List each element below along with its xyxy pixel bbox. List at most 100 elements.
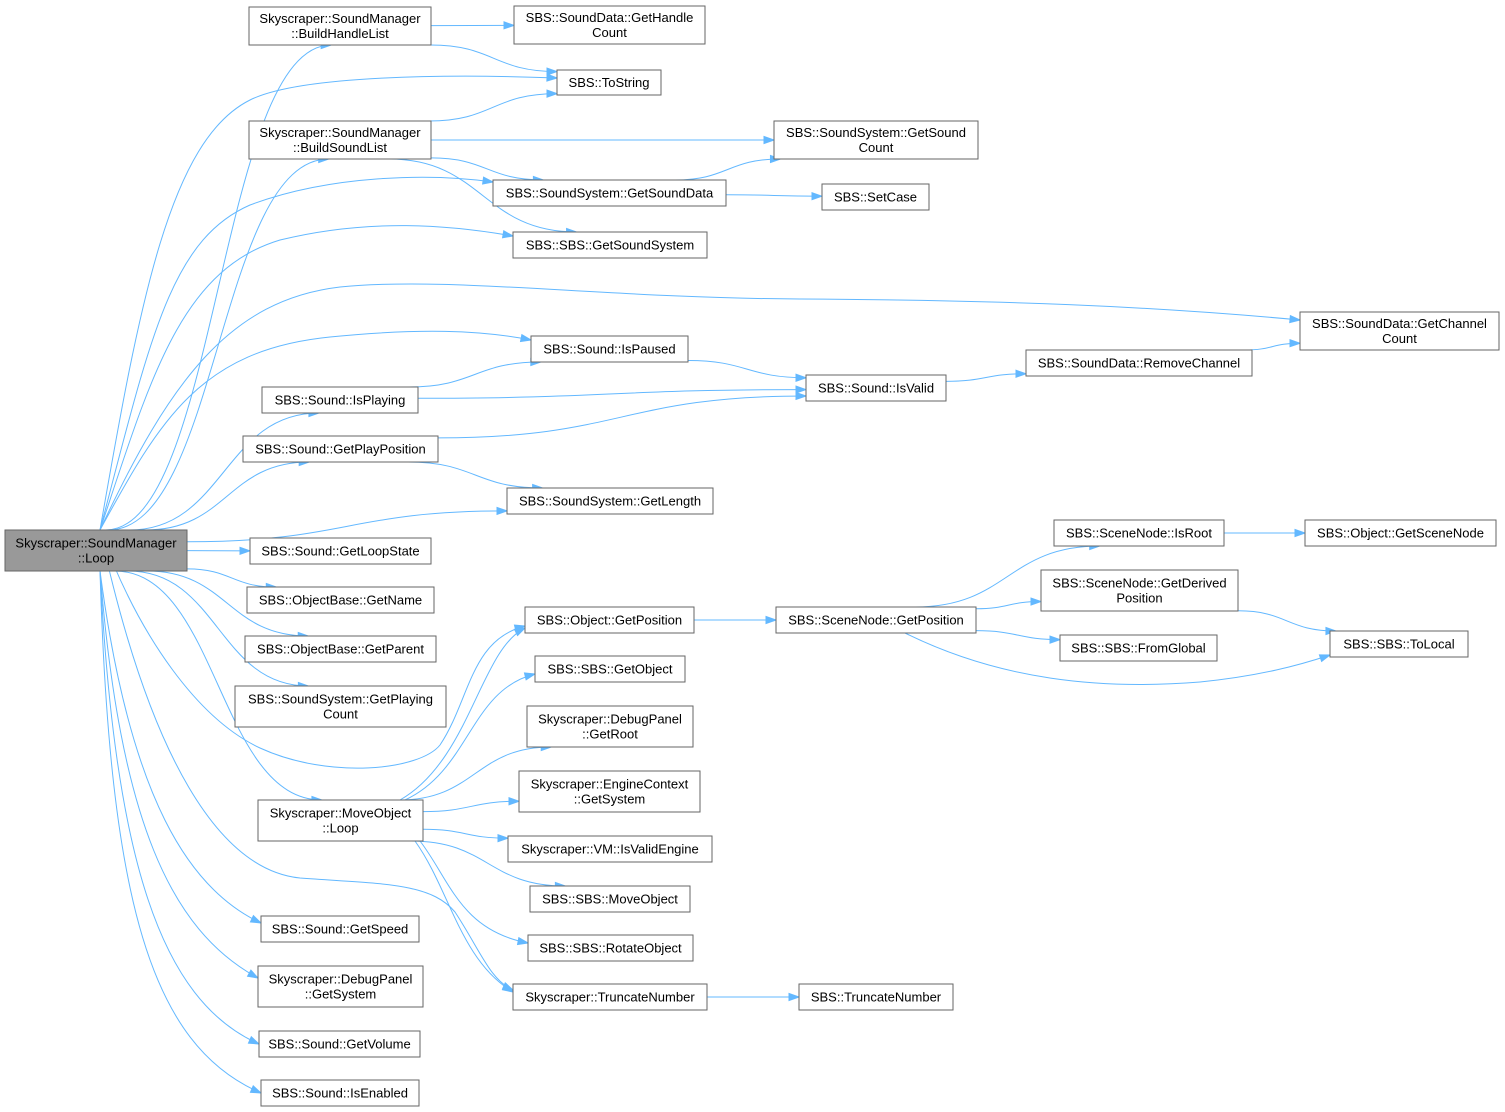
- node-label: SBS::SBS::RotateObject: [539, 941, 682, 956]
- node-label: SBS::SBS::FromGlobal: [1071, 641, 1205, 656]
- node-label: SBS::Object::GetSceneNode: [1317, 526, 1484, 541]
- node-box: [556, 69, 662, 96]
- node-label: SBS::SetCase: [834, 190, 917, 205]
- edge-arrowhead: [546, 73, 559, 82]
- node-box: [530, 335, 689, 363]
- node-root[interactable]: Skyscraper::SoundManager::Loop: [4, 529, 188, 572]
- edge-line: [428, 93, 558, 122]
- edge-s_paused-to-s_valid: [687, 359, 808, 382]
- node-box: [512, 983, 708, 1011]
- edge-arrowhead: [795, 385, 808, 394]
- node-box: [249, 537, 432, 565]
- node-ss_gsd[interactable]: SBS::SoundSystem::GetSoundData: [492, 179, 727, 207]
- edge-root-to-ss_gsd: [99, 176, 495, 531]
- node-box: [258, 1030, 421, 1058]
- edge-line: [146, 570, 309, 637]
- node-bsl[interactable]: Skyscraper::SoundManager::BuildSoundList: [248, 120, 432, 160]
- node-s_isen[interactable]: SBS::Sound::IsEnabled: [260, 1079, 420, 1107]
- edge-line: [975, 630, 1061, 641]
- node-box: [1299, 311, 1500, 351]
- node-bhl[interactable]: Skyscraper::SoundManager::BuildHandleLis…: [248, 6, 432, 46]
- node-label: Skyscraper::DebugPanel: [538, 712, 682, 727]
- edge-line: [108, 158, 329, 531]
- node-box: [257, 965, 424, 1008]
- node-box: [534, 655, 686, 683]
- edge-arrowhead: [516, 936, 530, 946]
- node-sky_tn[interactable]: Skyscraper::TruncateNumber: [512, 983, 708, 1011]
- edge-bsl-to-tostring: [428, 89, 559, 122]
- node-ec_gsys[interactable]: Skyscraper::EngineContext::GetSystem: [518, 770, 701, 813]
- edge-root-to-ss_glen: [186, 506, 509, 543]
- edge-line: [915, 545, 1100, 608]
- edge-line: [417, 389, 807, 399]
- node-sd_rc[interactable]: SBS::SoundData::RemoveChannel: [1025, 349, 1253, 377]
- node-vm_ive[interactable]: Skyscraper::VM::IsValidEngine: [507, 835, 713, 863]
- node-ss_glen[interactable]: SBS::SoundSystem::GetLength: [506, 487, 714, 515]
- node-sbs_ro[interactable]: SBS::SBS::RotateObject: [527, 934, 694, 962]
- node-s_gls[interactable]: SBS::Sound::GetLoopState: [249, 537, 432, 565]
- node-sn_isroot[interactable]: SBS::SceneNode::IsRoot: [1053, 519, 1225, 547]
- node-label: Skyscraper::SoundManager: [259, 125, 421, 140]
- edge-line: [725, 194, 823, 197]
- edge-mo_loop-to-sbs_ro: [419, 840, 530, 946]
- node-tostring[interactable]: SBS::ToString: [556, 69, 662, 96]
- edge-sn_gpos-to-sbs_fg: [975, 630, 1062, 644]
- edge-arrowhead: [497, 834, 510, 843]
- node-s_gvol[interactable]: SBS::Sound::GetVolume: [258, 1030, 421, 1058]
- node-box: [524, 606, 695, 634]
- node-sbs_fg[interactable]: SBS::SBS::FromGlobal: [1059, 634, 1218, 662]
- edge-line: [904, 632, 1331, 685]
- node-label: Position: [1116, 591, 1162, 606]
- node-ob_gname[interactable]: SBS::ObjectBase::GetName: [246, 586, 435, 614]
- node-label: ::GetRoot: [582, 727, 638, 742]
- node-label: SBS::TruncateNumber: [811, 990, 942, 1005]
- edge-root-to-tostring: [99, 73, 559, 531]
- node-label: Skyscraper::EngineContext: [531, 777, 689, 792]
- edge-arrowhead: [513, 627, 527, 637]
- node-s_playing[interactable]: SBS::Sound::IsPlaying: [261, 386, 419, 414]
- node-sbs_tn[interactable]: SBS::TruncateNumber: [798, 983, 954, 1011]
- node-label: ::BuildHandleList: [291, 26, 389, 41]
- node-setcase[interactable]: SBS::SetCase: [821, 183, 930, 211]
- node-sbs_tl[interactable]: SBS::SBS::ToLocal: [1329, 630, 1469, 658]
- node-mo_loop[interactable]: Skyscraper::MoveObject::Loop: [257, 799, 424, 842]
- node-dp_groot[interactable]: Skyscraper::DebugPanel::GetRoot: [526, 705, 694, 748]
- edge-line: [99, 225, 514, 531]
- node-box: [244, 635, 437, 663]
- edge-arrowhead: [239, 546, 252, 556]
- node-s_gpp[interactable]: SBS::Sound::GetPlayPosition: [242, 435, 439, 463]
- node-label: SBS::SceneNode::GetDerived: [1052, 576, 1226, 591]
- node-dp_gsys[interactable]: Skyscraper::DebugPanel::GetSystem: [257, 965, 424, 1008]
- node-label: ::Loop: [322, 821, 358, 836]
- node-s_paused[interactable]: SBS::Sound::IsPaused: [530, 335, 689, 363]
- edge-s_playing-to-s_valid: [417, 385, 808, 399]
- edge-arrowhead: [501, 982, 515, 993]
- node-sn_gpos[interactable]: SBS::SceneNode::GetPosition: [775, 606, 977, 634]
- node-s_gspeed[interactable]: SBS::Sound::GetSpeed: [260, 915, 420, 943]
- node-box: [242, 435, 439, 463]
- edge-ss_gsd-to-setcase: [725, 191, 824, 201]
- node-ob_gparent[interactable]: SBS::ObjectBase::GetParent: [244, 635, 437, 663]
- node-label: SBS::Sound::IsPaused: [543, 342, 675, 357]
- node-sbs_gss[interactable]: SBS::SBS::GetSoundSystem: [512, 231, 708, 259]
- edge-arrowhead: [501, 230, 515, 239]
- node-label: Count: [592, 25, 627, 40]
- edge-line: [414, 840, 514, 993]
- node-obj_gpos[interactable]: SBS::Object::GetPosition: [524, 606, 695, 634]
- node-sbs_gobj[interactable]: SBS::SBS::GetObject: [534, 655, 686, 683]
- node-s_valid[interactable]: SBS::Sound::IsValid: [805, 374, 947, 402]
- node-label: SBS::Sound::IsValid: [818, 381, 934, 396]
- node-sbs_mo[interactable]: SBS::SBS::MoveObject: [529, 885, 691, 913]
- edge-line: [129, 412, 319, 531]
- node-box: [246, 586, 435, 614]
- node-box: [1025, 349, 1253, 377]
- node-label: SBS::SBS::GetSoundSystem: [526, 238, 694, 253]
- node-obj_gsn[interactable]: SBS::Object::GetSceneNode: [1304, 519, 1497, 547]
- edge-arrowhead: [795, 391, 808, 401]
